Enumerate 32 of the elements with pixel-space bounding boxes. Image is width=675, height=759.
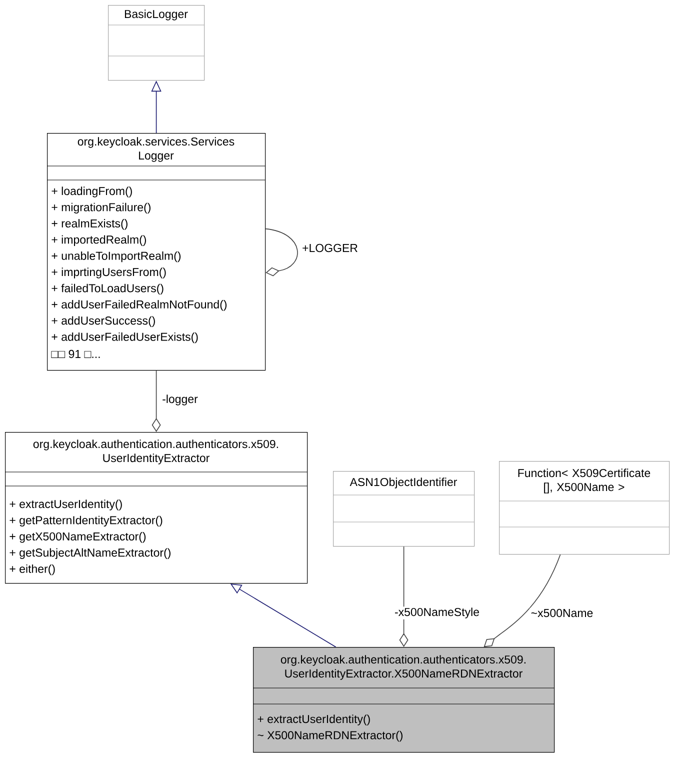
class-name: Function< X509Certificate [], X500Name > (518, 468, 650, 494)
edge-label: -x500NameStyle (394, 606, 480, 620)
member-signature: + unableToImportRealm() (52, 251, 181, 262)
aggregation-line (265, 228, 298, 276)
member-signature: + extractUserIdentity() (10, 500, 122, 510)
member-signature: + migrationFailure() (52, 202, 150, 214)
member-signature: + loadingFrom() (52, 186, 132, 198)
class-name: BasicLogger (124, 10, 188, 20)
member-signature: + getX500NameExtractor() (10, 532, 146, 543)
member-signature: + getSubjectAltNameExtractor() (10, 548, 170, 559)
member-signature: + getPatternIdentityExtractor() (10, 516, 162, 527)
member-signature: + imprtingUsersFrom() (52, 268, 166, 278)
member-signature: + addUserFailedRealmNotFound() (52, 300, 227, 311)
member-signature: + realmExists() (52, 219, 128, 230)
edge-label: -logger (161, 394, 199, 406)
class-name: org.keycloak.authentication.authenticators.x509. UserIdentityExtractor.X500NameRDNExtractor (280, 655, 526, 680)
aggregation-line (152, 370, 161, 432)
edge-label: ~x500Name (530, 608, 594, 618)
class-name: org.keycloak.authentication.authenticators.x509. UserIdentityExtractor (33, 440, 278, 464)
edge-label: +LOGGER (301, 242, 359, 254)
member-signature: □□ 91 □... (51, 350, 100, 358)
member-signature: + either() (10, 564, 55, 576)
member-signature: ~ X500NameRDNExtractor() (258, 730, 402, 742)
member-signature: + addUserSuccess() (52, 316, 155, 327)
class-name: ASN1ObjectIdentifier (350, 478, 457, 488)
class-name: org.keycloak.services.Services Logger (78, 137, 234, 162)
member-signature: + failedToLoadUsers() (52, 284, 164, 295)
member-signature: + addUserFailedUserExists() (52, 332, 198, 344)
member-signature: + importedRealm() (52, 235, 146, 246)
aggregation-line (484, 554, 561, 647)
aggregation-line (399, 546, 408, 647)
member-signature: + extractUserIdentity() (258, 714, 370, 726)
